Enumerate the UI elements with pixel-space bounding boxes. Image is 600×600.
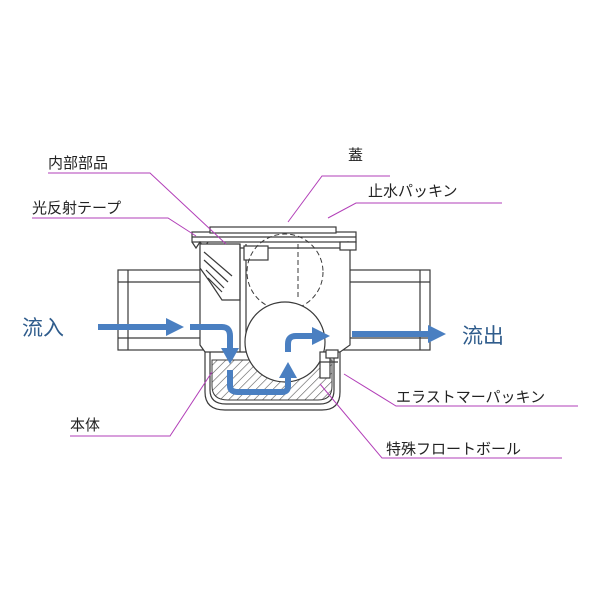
label-outflow: 流出 [462, 324, 504, 348]
label-inflow: 流入 [22, 316, 64, 340]
label-elastomer-packing: エラストマーパッキン [396, 388, 545, 406]
label-lid: 蓋 [348, 146, 363, 164]
flow-arrows [98, 318, 446, 395]
leader-lines [32, 172, 578, 459]
label-reflective-tape: 光反射テープ [32, 199, 121, 217]
elastomer-packing-seat [319, 349, 339, 379]
label-body: 本体 [70, 416, 100, 434]
outlet-pipe [339, 269, 431, 351]
lid-assembly [191, 226, 357, 251]
internal-parts-insert [199, 243, 269, 352]
label-internal-parts: 内部部品 [48, 154, 108, 172]
label-water-stop-packing: 止水パッキン [368, 182, 458, 200]
label-special-float-ball: 特殊フロートボール [386, 440, 521, 458]
